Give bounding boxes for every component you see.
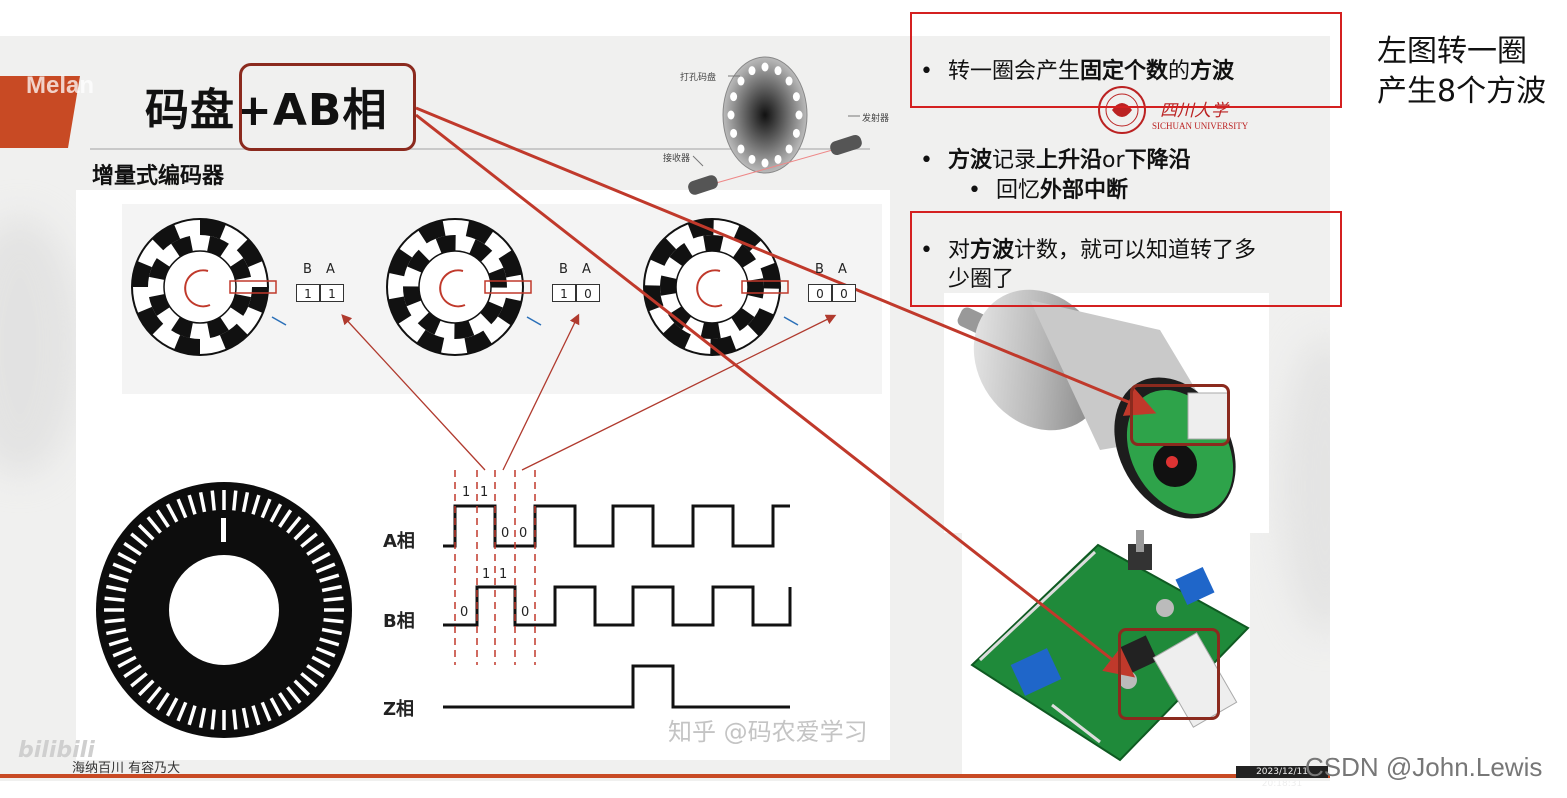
university-name-en: SICHUAN UNIVERSITY (1152, 121, 1249, 131)
label-z-phase: Z相 (383, 699, 415, 720)
side-note-line-2: 产生8个方波 (1377, 74, 1547, 109)
title-accent-tab (0, 76, 80, 148)
bullet-1: •转一圈会产生固定个数的方波 (920, 59, 1235, 84)
label-a: A (582, 262, 591, 277)
bullet-fragment: 转一圈会产生 (948, 59, 1081, 84)
bullet-2-sub-text: 回忆外部中断 (996, 178, 1128, 203)
code-wheel (643, 218, 799, 356)
value-a: 0 (576, 284, 600, 302)
slide-bottom-strip (0, 774, 1330, 778)
side-note: 左图转一圈 产生8个方波 (1377, 32, 1546, 112)
code-wheel (386, 218, 542, 356)
value-b: 1 (552, 284, 576, 302)
code-wheels (131, 218, 799, 356)
bilibili-watermark-top: Melan (26, 72, 95, 99)
emitter-part (830, 134, 862, 156)
pointer-arrow-board (415, 113, 1136, 678)
sample-guides (454, 470, 536, 665)
label-b: B (815, 262, 824, 277)
bullet-2-sub: •回忆外部中断 (968, 178, 1129, 203)
label-a: A (838, 262, 847, 277)
bullet-fragment: 上升沿 (1036, 148, 1103, 173)
csdn-watermark: CSDN @John.Lewis (1305, 752, 1543, 782)
b-mark-3: 0 (460, 605, 469, 620)
driver-board-photo (962, 530, 1250, 778)
highlight-box-connector (1118, 628, 1220, 720)
bilibili-watermark-bottom: bilibili (18, 738, 95, 763)
receiver-part (688, 175, 718, 195)
bullet-2-text: 方波记录上升沿or下降沿 (948, 148, 1191, 173)
label-b: B (303, 262, 312, 277)
bullet-3-cont-text: 少圈了 (948, 267, 1014, 292)
bullet-fragment: 计数，就可以知道转了多 (1014, 238, 1257, 263)
bullet-3-cont: 少圈了 (920, 265, 1014, 294)
b-mark-4: 0 (521, 605, 530, 620)
bullet-fragment: 外部中断 (1040, 178, 1129, 203)
title-divider (90, 148, 870, 150)
motor-photo (944, 289, 1269, 533)
highlight-box-encoder (1130, 384, 1230, 446)
bullet-fragment: 记录 (992, 148, 1037, 173)
b-mark-2: 1 (499, 567, 508, 582)
bullet-fragment: 固定个数 (1080, 59, 1169, 84)
slogan-text: 海纳百川 有容乃大 (72, 761, 181, 776)
label-b: B (559, 262, 568, 277)
disc-holes (727, 62, 803, 168)
slide-subtitle: 增量式编码器 (92, 164, 225, 189)
bullet-3: •对方波计数，就可以知道转了多 (920, 238, 1257, 263)
bullet-fragment: 方波 (970, 238, 1015, 263)
graduated-disc (96, 482, 352, 738)
bullet-2: •方波记录上升沿or下降沿 (920, 148, 1191, 173)
label-b-phase: B相 (383, 611, 415, 632)
punched-disc (722, 56, 808, 174)
label-a: A (326, 262, 335, 277)
highlight-box-bullet-1 (910, 12, 1342, 108)
title-ab-highlight (239, 63, 416, 151)
waveform-z (443, 664, 790, 709)
label-emitter: 发射器 (862, 114, 890, 124)
slide-title: 码盘+AB相 (145, 85, 388, 136)
bullet-fragment: 方波 (948, 148, 993, 173)
a-mark-1: 1 (462, 485, 471, 500)
bullet-fragment: or (1102, 148, 1125, 173)
value-a: 0 (832, 284, 856, 302)
bullet-1-text: 转一圈会产生固定个数的方波 (948, 59, 1234, 84)
value-b: 0 (808, 284, 832, 302)
waveform-b (443, 585, 792, 627)
video-timestamp: 2023/12/11 20:18:31 (1236, 766, 1328, 789)
highlight-box-bullet-3 (910, 211, 1342, 307)
b-mark-1: 1 (482, 567, 491, 582)
bullet-fragment: 少圈了 (948, 267, 1015, 292)
bullet-fragment: 回忆 (996, 178, 1041, 203)
label-a-phase: A相 (383, 531, 415, 552)
value-b: 1 (296, 284, 320, 302)
label-receiver: 接收器 (663, 154, 691, 164)
bullet-fragment: 的 (1168, 59, 1191, 84)
punched-disc-illustration (688, 56, 862, 195)
bullet-fragment: 下降沿 (1124, 148, 1191, 173)
a-mark-4: 0 (519, 526, 528, 541)
code-wheel (131, 218, 287, 356)
pointer-arrow-motor (415, 106, 1157, 416)
value-a: 1 (320, 284, 344, 302)
zhihu-watermark: 知乎 @码农爱学习 (668, 718, 868, 746)
bullet-3-text: 对方波计数，就可以知道转了多 (948, 238, 1256, 263)
label-punch-disc: 打孔码盘 (680, 73, 717, 83)
bullet-fragment: 对 (948, 238, 971, 263)
a-mark-3: 0 (501, 526, 510, 541)
side-note-line-1: 左图转一圈 (1377, 34, 1527, 69)
a-mark-2: 1 (480, 485, 489, 500)
bullet-fragment: 方波 (1190, 59, 1235, 84)
